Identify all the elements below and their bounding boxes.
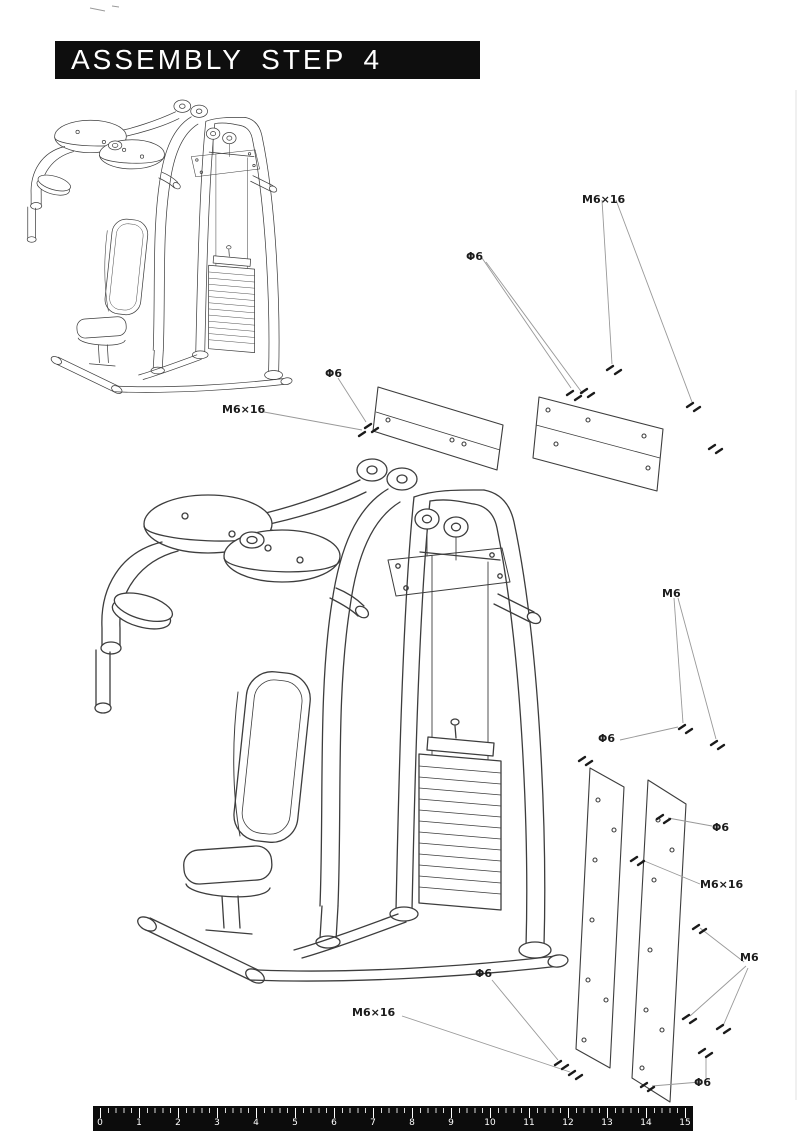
- fastener-icons: [357, 364, 732, 1093]
- ruler-number-9: 9: [448, 1118, 454, 1128]
- side-panel-inner: [575, 767, 625, 1069]
- page-title: ASSEMBLY STEP 4: [71, 44, 383, 75]
- ruler-number-2: 2: [175, 1118, 181, 1128]
- callout-phi6-bottom-middle: Φ6: [475, 967, 492, 980]
- shroud-panel-right: [532, 396, 664, 492]
- leader-lines: [263, 199, 749, 1087]
- scale-ruler: 0 1 2 3 4 5 6 7 8 9 10 11 12 13 14 15: [93, 1106, 693, 1131]
- ruler-number-5: 5: [292, 1118, 298, 1128]
- callout-m6-right: M6: [662, 587, 681, 600]
- ruler-number-3: 3: [214, 1118, 220, 1128]
- machine-drawing-large: [94, 458, 570, 987]
- callout-m6-lower-right: M6: [740, 951, 759, 964]
- ruler-major-ticks: [100, 1108, 687, 1118]
- ruler-number-4: 4: [253, 1118, 259, 1128]
- title-bar: ASSEMBLY STEP 4: [55, 41, 480, 79]
- callout-phi6-middle-right: Φ6: [598, 732, 615, 745]
- ruler-number-7: 7: [370, 1118, 376, 1128]
- ruler-number-0: 0: [97, 1118, 103, 1128]
- callout-phi6-bottom-right: Φ6: [694, 1076, 711, 1089]
- callout-phi6-upper-middle: Φ6: [466, 250, 483, 263]
- ruler-number-10: 10: [484, 1118, 496, 1128]
- callout-m6x16-top-right: M6×16: [582, 193, 625, 206]
- shroud-panel-left: [372, 386, 504, 471]
- machine-drawing-small: [26, 99, 293, 396]
- callout-phi6-panel-right: Φ6: [712, 821, 729, 834]
- callout-m6x16-upper-left: M6×16: [222, 403, 265, 416]
- ruler-number-13: 13: [601, 1118, 613, 1128]
- side-panel-outer: [631, 779, 687, 1103]
- ruler-number-12: 12: [562, 1118, 574, 1128]
- ruler-number-14: 14: [640, 1118, 652, 1128]
- print-marks: [89, 5, 120, 12]
- ruler-number-8: 8: [409, 1118, 415, 1128]
- callout-phi6-upper-left: Φ6: [325, 367, 342, 380]
- ruler-number-6: 6: [331, 1118, 337, 1128]
- ruler-number-1: 1: [136, 1118, 142, 1128]
- callout-m6x16-bottom: M6×16: [352, 1006, 395, 1019]
- callout-m6x16-middle-right: M6×16: [700, 878, 743, 891]
- ruler-number-11: 11: [523, 1118, 535, 1128]
- ruler-number-15: 15: [679, 1118, 691, 1128]
